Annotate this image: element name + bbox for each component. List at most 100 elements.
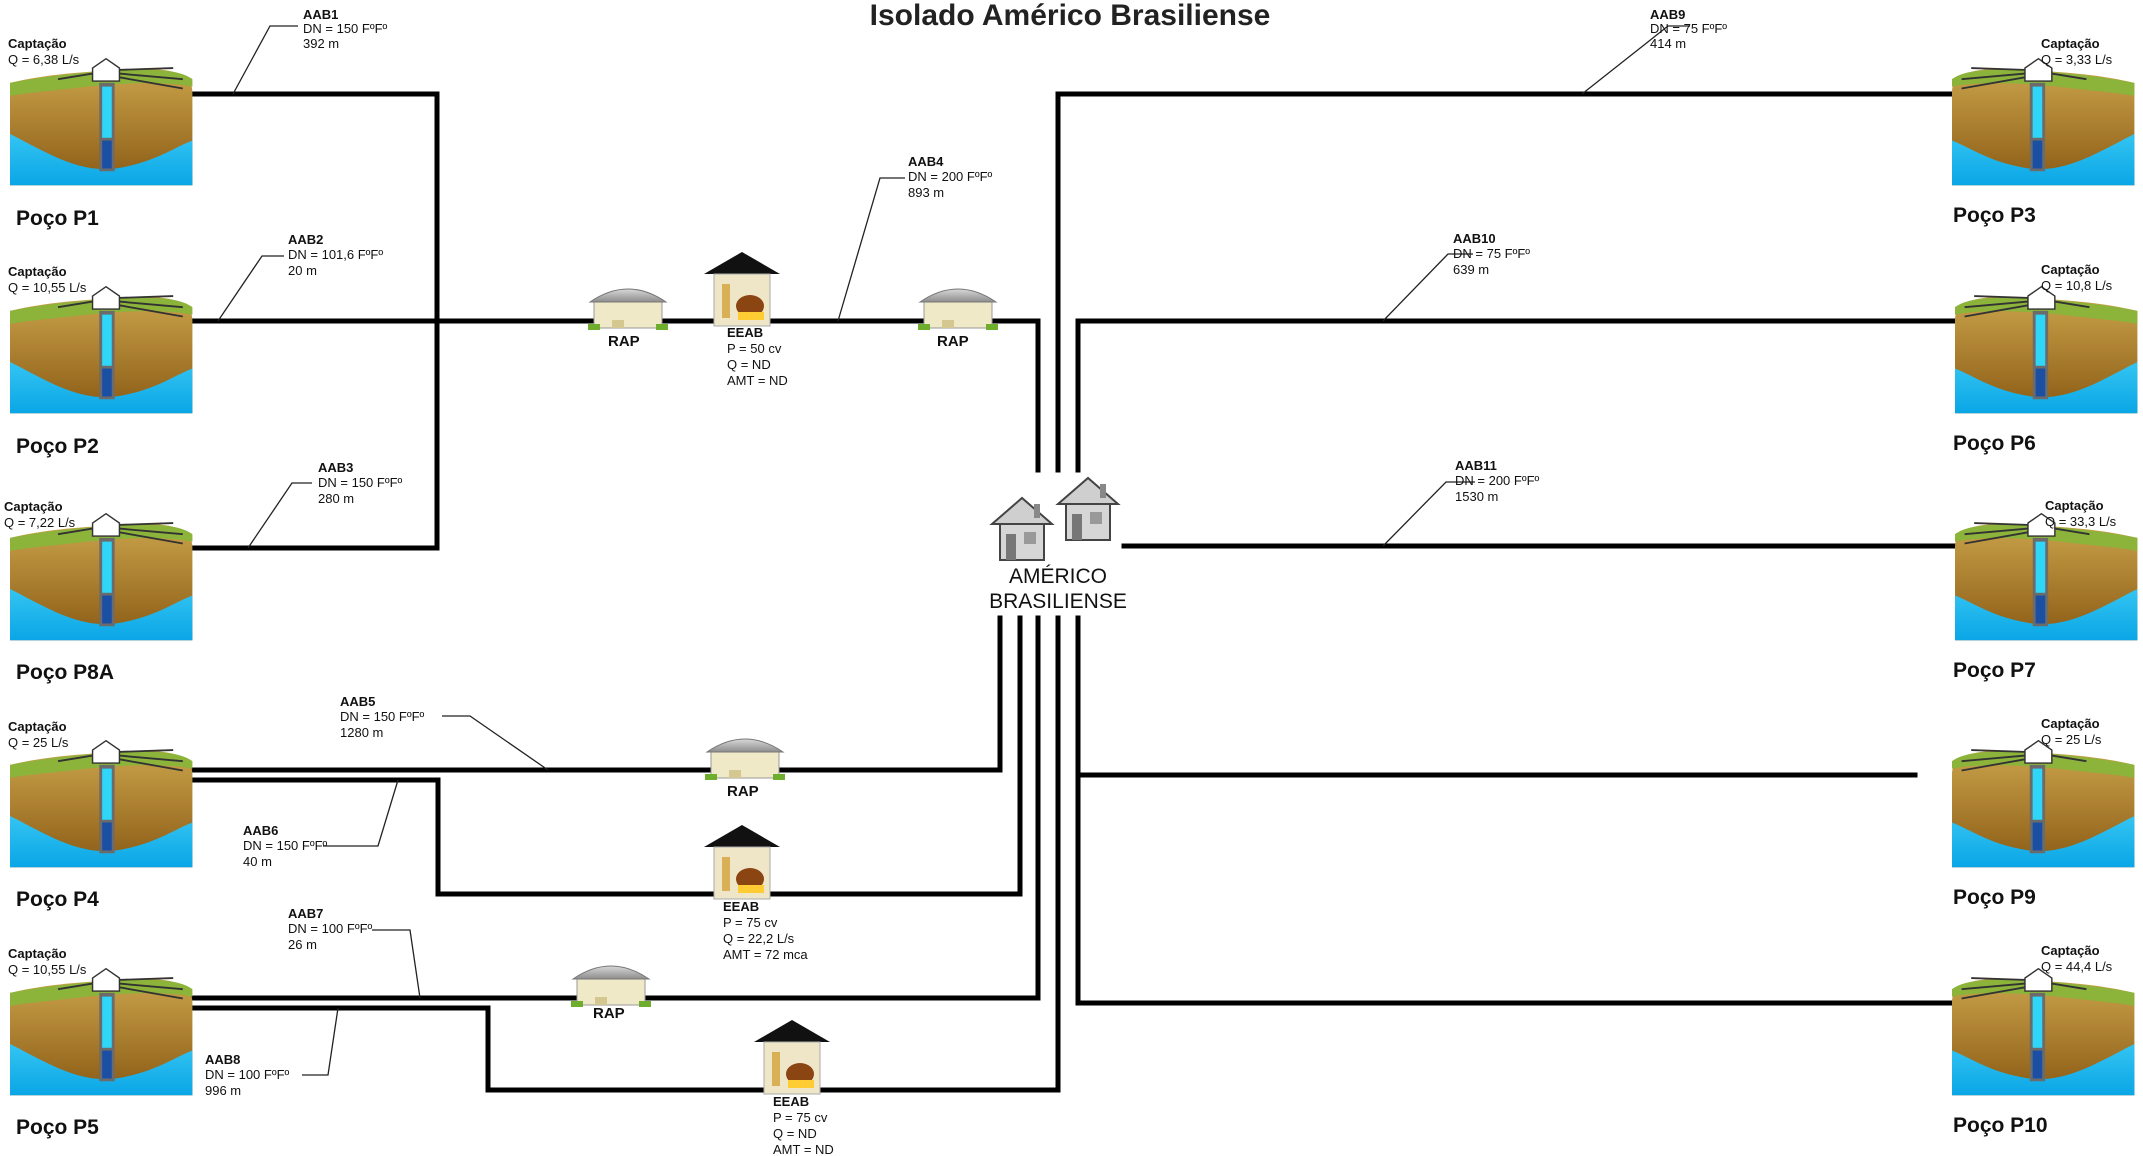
eeab-2: EEAB P = 75 cv Q = 22,2 L/s AMT = 72 mca — [703, 824, 808, 962]
eeab-flow: Q = ND — [727, 357, 771, 372]
pipe-length: 1280 m — [340, 725, 383, 740]
well-p10-icon — [1952, 969, 2134, 1095]
pipe-length: 1530 m — [1455, 489, 1498, 504]
well-name: Poço P8A — [16, 661, 114, 684]
well-flow: Q = 6,38 L/s — [8, 52, 80, 67]
well-p6: Captação Q = 10,8 L/s Poço P6 — [1953, 262, 2137, 455]
pipe-length: 392 m — [303, 36, 339, 51]
pipe-label-aab1: AAB1 DN = 150 FºFº 392 m — [303, 7, 388, 51]
pipe-dn: DN = 150 FºFº — [243, 838, 328, 853]
eeab-3: EEAB P = 75 cv Q = ND AMT = ND — [753, 1019, 834, 1156]
well-p6-icon — [1955, 287, 2137, 413]
pipelines — [182, 91, 1963, 1093]
well-cap-label: Captação — [2041, 36, 2100, 51]
pipe-dn: DN = 150 FºFº — [318, 475, 403, 490]
well-p9-icon — [1952, 741, 2134, 867]
well-p4: Captação Q = 25 L/s Poço P4 — [8, 719, 194, 911]
pipe-aab8 — [182, 615, 1061, 1093]
well-name: Poço P1 — [16, 207, 99, 230]
pipe-name: AAB11 — [1455, 458, 1497, 473]
pipe-length: 996 m — [205, 1083, 241, 1098]
eeab-name: EEAB — [727, 325, 763, 340]
pipe-length: 639 m — [1453, 262, 1489, 277]
well-name: Poço P2 — [16, 435, 99, 458]
well-p5-icon — [9, 967, 194, 1097]
well-cap-label: Captação — [2045, 498, 2104, 513]
pipe-name: AAB10 — [1453, 231, 1496, 246]
rap-label: RAP — [727, 783, 759, 800]
well-flow: Q = 25 L/s — [8, 735, 69, 750]
eeab-1: EEAB P = 50 cv Q = ND AMT = ND — [703, 251, 788, 388]
eeab-power: P = 75 cv — [773, 1110, 828, 1125]
eeab-power: P = 75 cv — [723, 915, 778, 930]
pipe-p10 — [1075, 615, 1963, 1006]
pipe-aab2-aab4 — [182, 318, 1041, 473]
diagram-title: Isolado Américo Brasiliense — [870, 0, 1271, 32]
well-p7: Captação Q = 33,3 L/s Poço P7 — [1953, 498, 2137, 682]
pipe-length: 40 m — [243, 854, 272, 869]
rap-2: RAP — [917, 288, 999, 350]
well-p8a-icon — [9, 512, 194, 642]
pipe-length: 414 m — [1650, 36, 1686, 51]
well-flow: Q = 10,8 L/s — [2041, 278, 2113, 293]
rap-label: RAP — [593, 1005, 625, 1022]
reservoir-icon — [570, 965, 652, 1008]
pipe-name: AAB5 — [340, 694, 375, 709]
pipe-dn: DN = 75 FºFº — [1650, 21, 1727, 36]
well-name: Poço P4 — [16, 888, 99, 911]
city-name-line2: BRASILIENSE — [989, 590, 1127, 613]
pipe-dn: DN = 100 FºFº — [288, 921, 373, 936]
pipe-dn: DN = 200 FºFº — [1455, 473, 1540, 488]
pump-station-icon — [703, 824, 781, 900]
well-p5: Captação Q = 10,55 L/s Poço P5 — [8, 946, 194, 1139]
rap-4: RAP — [570, 965, 652, 1022]
pipe-aab7 — [182, 615, 1041, 1001]
pump-station-icon — [703, 251, 781, 327]
pipe-dn: DN = 150 FºFº — [340, 709, 425, 724]
pipe-aab9 — [1055, 91, 1958, 473]
well-name: Poço P10 — [1953, 1114, 2048, 1137]
well-name: Poço P6 — [1953, 432, 2036, 455]
pipe-length: 893 m — [908, 185, 944, 200]
rap-1: RAP — [587, 288, 669, 350]
well-flow: Q = 44,4 L/s — [2041, 959, 2113, 974]
well-cap-label: Captação — [8, 719, 67, 734]
well-p7-icon — [1955, 514, 2137, 640]
pipe-label-aab4: AAB4 DN = 200 FºFº 893 m — [908, 154, 993, 200]
pipe-name: AAB4 — [908, 154, 944, 169]
house-icon — [991, 497, 1053, 561]
well-p2-icon — [9, 285, 194, 415]
pipe-label-aab6: AAB6 DN = 150 FºFº 40 m — [243, 823, 328, 869]
pipe-name: AAB3 — [318, 460, 353, 475]
well-name: Poço P9 — [1953, 886, 2036, 909]
pipe-aab10 — [1075, 318, 1963, 473]
well-name: Poço P7 — [1953, 659, 2036, 682]
well-flow: Q = 25 L/s — [2041, 732, 2102, 747]
rap-label: RAP — [608, 333, 640, 350]
eeab-amt: AMT = 72 mca — [723, 947, 808, 962]
well-p3: Captação Q = 3,33 L/s Poço P3 — [1952, 36, 2134, 227]
pump-station-icon — [753, 1019, 831, 1095]
pipe-dn: DN = 75 FºFº — [1453, 246, 1530, 261]
well-cap-label: Captação — [8, 36, 67, 51]
house-icon — [1057, 477, 1119, 541]
pipe-label-aab2: AAB2 DN = 101,6 FºFº 20 m — [288, 232, 383, 278]
city-name-line1: AMÉRICO — [1009, 565, 1107, 588]
eeab-name: EEAB — [773, 1094, 809, 1109]
pipe-name: AAB6 — [243, 823, 278, 838]
pipe-label-aab3: AAB3 DN = 150 FºFº 280 m — [318, 460, 403, 506]
pipe-label-aab9: AAB9 DN = 75 FºFº 414 m — [1650, 7, 1727, 51]
eeab-name: EEAB — [723, 899, 759, 914]
pipe-label-aab8: AAB8 DN = 100 FºFº 996 m — [205, 1052, 290, 1098]
city-node: AMÉRICO BRASILIENSE — [989, 477, 1127, 613]
pipe-label-aab5: AAB5 DN = 150 FºFº 1280 m — [340, 694, 425, 740]
pipe-name: AAB1 — [303, 7, 338, 22]
well-flow: Q = 10,55 L/s — [8, 280, 87, 295]
pipe-dn: DN = 150 FºFº — [303, 21, 388, 36]
well-cap-label: Captação — [2041, 262, 2100, 277]
pipe-length: 280 m — [318, 491, 354, 506]
reservoir-icon — [587, 288, 669, 331]
well-flow: Q = 3,33 L/s — [2041, 52, 2113, 67]
eeab-power: P = 50 cv — [727, 341, 782, 356]
